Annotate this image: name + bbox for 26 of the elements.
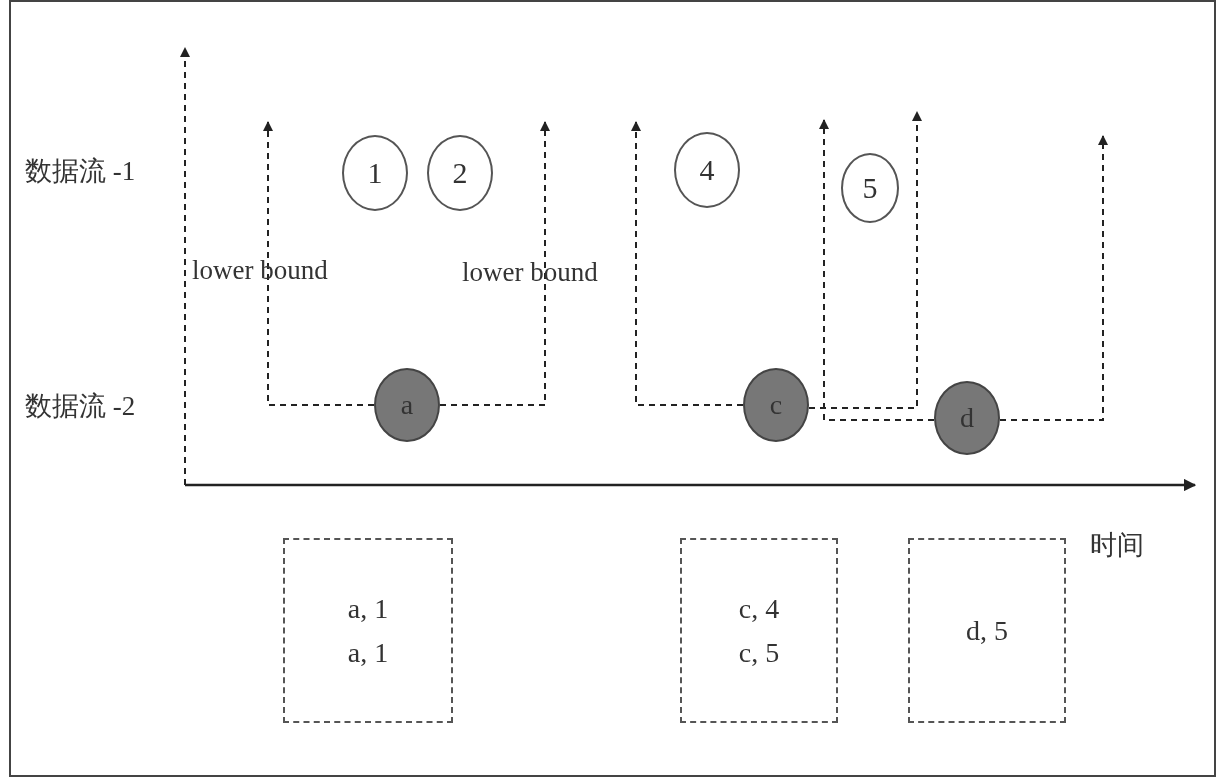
stream-label: 数据流 -1 — [25, 158, 136, 185]
join-result-text: c, 4 — [738, 594, 780, 623]
dashed-arrow — [631, 121, 744, 406]
stream-label: 数据流 -2 — [25, 393, 136, 420]
dashed-arrow — [999, 135, 1108, 421]
dashed-arrow — [819, 119, 935, 421]
dashed-arrow — [263, 121, 375, 406]
axis-label: 时间 — [1090, 532, 1144, 559]
event-label: 1 — [367, 158, 383, 188]
dashed-arrow — [808, 111, 922, 409]
event-label: a — [400, 391, 414, 419]
join-result-text: a, 1 — [347, 594, 389, 623]
join-result-box — [908, 538, 1066, 723]
event-label: 2 — [452, 158, 468, 188]
dashed-arrow — [439, 121, 550, 406]
join-result-box — [680, 538, 838, 723]
bound-label: lower bound — [462, 259, 598, 286]
event-label: c — [769, 391, 783, 419]
event-label: 4 — [699, 155, 715, 185]
event-label: d — [960, 404, 974, 432]
bound-label: lower bound — [192, 257, 328, 284]
join-result-text: d, 5 — [966, 616, 1008, 645]
event-label: 5 — [862, 173, 878, 203]
join-result-text: c, 5 — [738, 638, 780, 667]
join-result-box — [283, 538, 453, 723]
join-result-text: a, 1 — [347, 638, 389, 667]
